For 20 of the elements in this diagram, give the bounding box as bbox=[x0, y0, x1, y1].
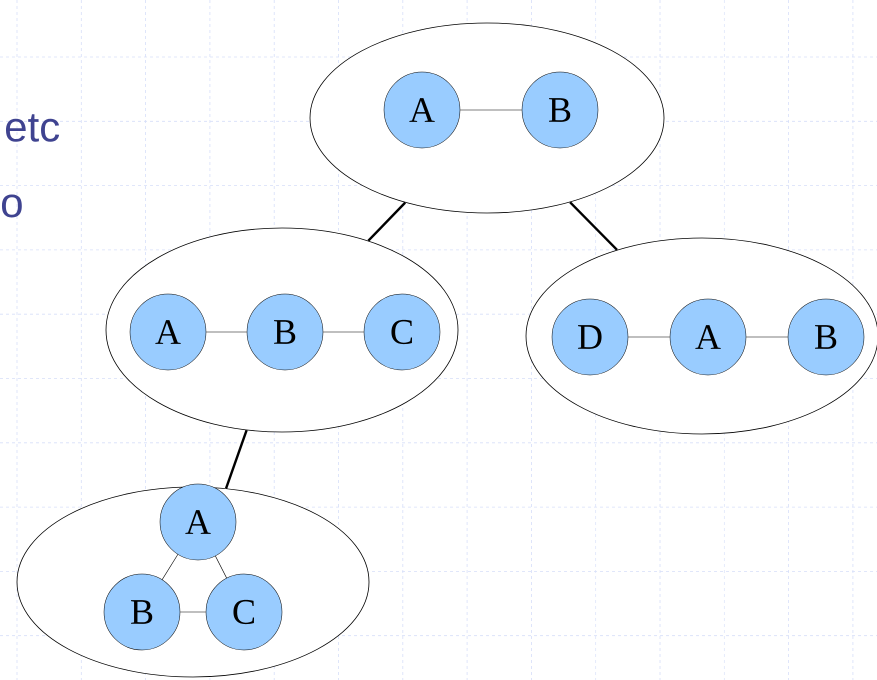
connector-line bbox=[162, 554, 178, 580]
circle-node: A bbox=[384, 72, 460, 148]
circle-node: B bbox=[522, 72, 598, 148]
circle-node: A bbox=[160, 484, 236, 560]
circle-node: C bbox=[206, 574, 282, 650]
circle-node: A bbox=[130, 294, 206, 370]
slide-text: etc bbox=[6, 114, 60, 142]
connector-line bbox=[628, 336, 670, 338]
connector-line bbox=[569, 201, 618, 251]
connector-line bbox=[224, 430, 248, 489]
circle-node: D bbox=[552, 298, 628, 376]
circle-node: B bbox=[246, 294, 324, 370]
circle-node: B bbox=[104, 574, 180, 650]
circle-node: A bbox=[670, 298, 746, 376]
circle-node: B bbox=[788, 298, 864, 376]
connector-line bbox=[367, 202, 406, 242]
slide-text: o bbox=[2, 194, 22, 218]
connector-line bbox=[215, 556, 227, 578]
circle-node: C bbox=[364, 294, 440, 370]
connector-line bbox=[746, 336, 788, 338]
